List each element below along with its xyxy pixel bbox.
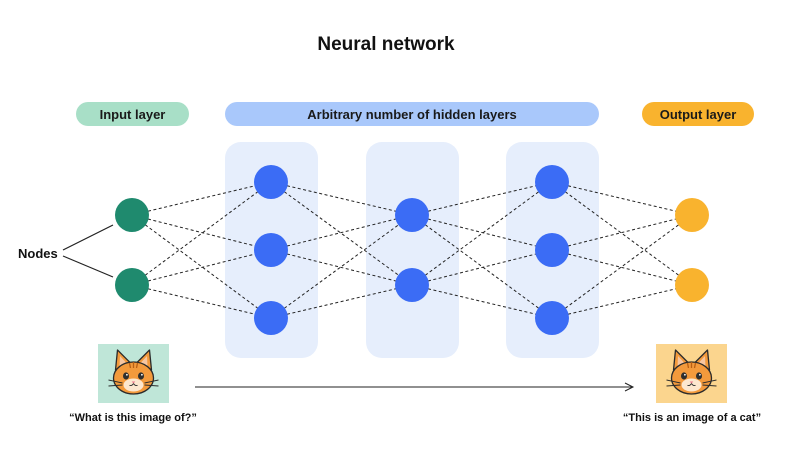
connection-edge (270, 181, 413, 286)
hidden-node (254, 301, 288, 335)
output-layer-pill (642, 102, 754, 126)
connection-edge (131, 214, 272, 251)
diagram-title: Neural network (317, 34, 455, 55)
input-layer-label: Input layer (100, 107, 166, 122)
connection-edge (270, 181, 413, 216)
nodes-pointer-line-lower (62, 255, 114, 278)
connection-edge (551, 214, 693, 251)
connection-edge (551, 284, 693, 319)
hidden-layers-pill (225, 102, 599, 126)
connection-edge (411, 249, 553, 286)
hidden-node (535, 301, 569, 335)
hidden-node (535, 165, 569, 199)
hidden-layers-label: Arbitrary number of hidden layers (307, 107, 517, 122)
connection-edge (270, 214, 413, 319)
input-node (115, 198, 149, 232)
output-caption: “This is an image of a cat” (623, 412, 761, 424)
hidden-layer-panel-2 (366, 142, 459, 358)
output-node (675, 268, 709, 302)
right-arrow-icon (195, 382, 635, 392)
input-layer-pill (76, 102, 189, 126)
hidden-node (395, 268, 429, 302)
connection-edge (551, 181, 693, 216)
nodes-label: Nodes (18, 246, 58, 261)
hidden-node (254, 233, 288, 267)
input-image (98, 344, 169, 403)
connections (131, 181, 693, 319)
input-caption: “What is this image of?” (69, 412, 197, 424)
connection-edge (270, 284, 413, 319)
connection-edge (551, 181, 693, 286)
connection-edge (270, 214, 413, 251)
connection-edge (551, 249, 693, 286)
connection-edge (270, 249, 413, 286)
output-image (656, 344, 727, 403)
hidden-node (395, 198, 429, 232)
connection-edge (411, 181, 553, 216)
connection-edge (551, 214, 693, 319)
connection-edge (131, 284, 272, 319)
connection-edge (131, 181, 272, 286)
connection-edge (411, 181, 553, 286)
connection-edge (131, 249, 272, 286)
connection-edge (411, 284, 553, 319)
input-node (115, 268, 149, 302)
nodes-pointer-line-upper (62, 224, 114, 251)
connection-edge (131, 181, 272, 216)
network-nodes (115, 165, 709, 335)
connection-edge (131, 214, 272, 319)
hidden-node (254, 165, 288, 199)
hidden-node (535, 233, 569, 267)
connection-edge (411, 214, 553, 251)
output-node (675, 198, 709, 232)
connection-edge (411, 214, 553, 319)
output-layer-label: Output layer (660, 107, 737, 122)
